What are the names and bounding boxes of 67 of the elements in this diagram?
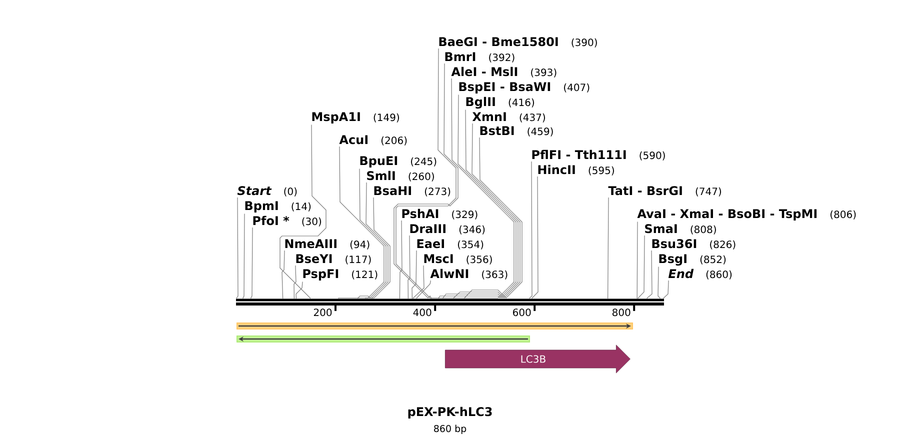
leader-line	[236, 197, 238, 300]
enzyme-label: End (860)	[668, 268, 732, 280]
leader-line	[296, 281, 303, 300]
leader-line	[464, 137, 522, 300]
enzyme-label: MscI (356)	[424, 254, 492, 264]
enzyme-label: Start (0)	[237, 186, 297, 196]
enzyme-label: PflFI - Tth111I (590)	[532, 150, 665, 160]
leader-line	[663, 280, 669, 300]
enzyme-label: XmnI (437)	[472, 112, 545, 122]
leader-line	[636, 221, 638, 300]
title: pEX-PK-hLC3	[408, 406, 492, 418]
leader-line	[638, 235, 645, 300]
leader-line	[294, 265, 296, 300]
enzyme-label: AleI - MslI (393)	[451, 66, 556, 78]
leader-line	[338, 146, 384, 300]
enzyme-label: TatI - BsrGI (747)	[608, 186, 722, 196]
enzyme-label: BmrI (392)	[445, 52, 514, 62]
enzyme-label: MspA1I (149)	[312, 112, 399, 124]
feature-bar	[236, 336, 530, 342]
enzyme-label: DraIII (346)	[410, 224, 485, 234]
enzyme-label: BsaHI (273)	[374, 186, 450, 196]
enzyme-label: BsgI (852)	[659, 254, 726, 266]
tick-label: 800	[612, 308, 630, 316]
tick-label: 600	[513, 308, 531, 316]
leader-line	[250, 227, 253, 300]
enzyme-label: Bsu36I (826)	[652, 239, 736, 250]
enzyme-label: EaeI (354)	[417, 239, 484, 250]
leader-line	[408, 235, 410, 300]
enzyme-label: BseYI (117)	[296, 254, 371, 264]
leader-line	[529, 161, 532, 300]
enzyme-label: BpmI (14)	[245, 201, 311, 212]
enzyme-label: SmaI (808)	[645, 224, 716, 234]
leader-line	[658, 266, 660, 300]
leader-line	[399, 220, 402, 300]
enzyme-label: BpuEI (245)	[360, 156, 436, 168]
feature-bar	[236, 322, 633, 330]
enzyme-label: BstBI (459)	[480, 126, 553, 136]
leader-line	[358, 168, 386, 300]
leader-line	[372, 197, 390, 300]
enzyme-label: SmlI (260)	[367, 170, 434, 182]
enzyme-label: PspFI (121)	[303, 269, 378, 280]
leader-line	[282, 250, 285, 300]
enzyme-label: PfoI * (30)	[253, 216, 322, 226]
enzyme-label: AvaI - XmaI - BsoBI - TspMI (806)	[637, 209, 856, 220]
gene-feature: LC3B	[445, 344, 630, 374]
leader-line	[532, 176, 538, 300]
leader-line	[242, 213, 245, 300]
leader-line	[646, 250, 652, 300]
leader-line	[431, 78, 514, 300]
enzyme-label: AlwNI (363)	[430, 268, 508, 280]
enzyme-label: BspEI - BsaWI (407)	[459, 82, 590, 94]
leader-line	[365, 182, 388, 300]
enzyme-label: BaeGI - Bme1580I (390)	[439, 37, 597, 48]
leader-line	[453, 123, 520, 300]
leader-line	[412, 265, 424, 300]
enzyme-label: HincII (595)	[538, 164, 614, 176]
leader-line	[608, 197, 609, 300]
sequence-length: 860 bp	[434, 424, 466, 434]
enzyme-label: BglII (416)	[466, 96, 534, 109]
enzyme-label: PshAI (329)	[402, 208, 478, 220]
enzyme-label: NmeAIII (94)	[285, 239, 370, 250]
leader-line	[416, 280, 431, 300]
leader-line	[412, 250, 417, 300]
leader-line	[280, 124, 326, 300]
enzyme-label: AcuI (206)	[339, 135, 407, 146]
tick-label: 200	[314, 308, 332, 316]
tick-label: 400	[413, 308, 432, 316]
